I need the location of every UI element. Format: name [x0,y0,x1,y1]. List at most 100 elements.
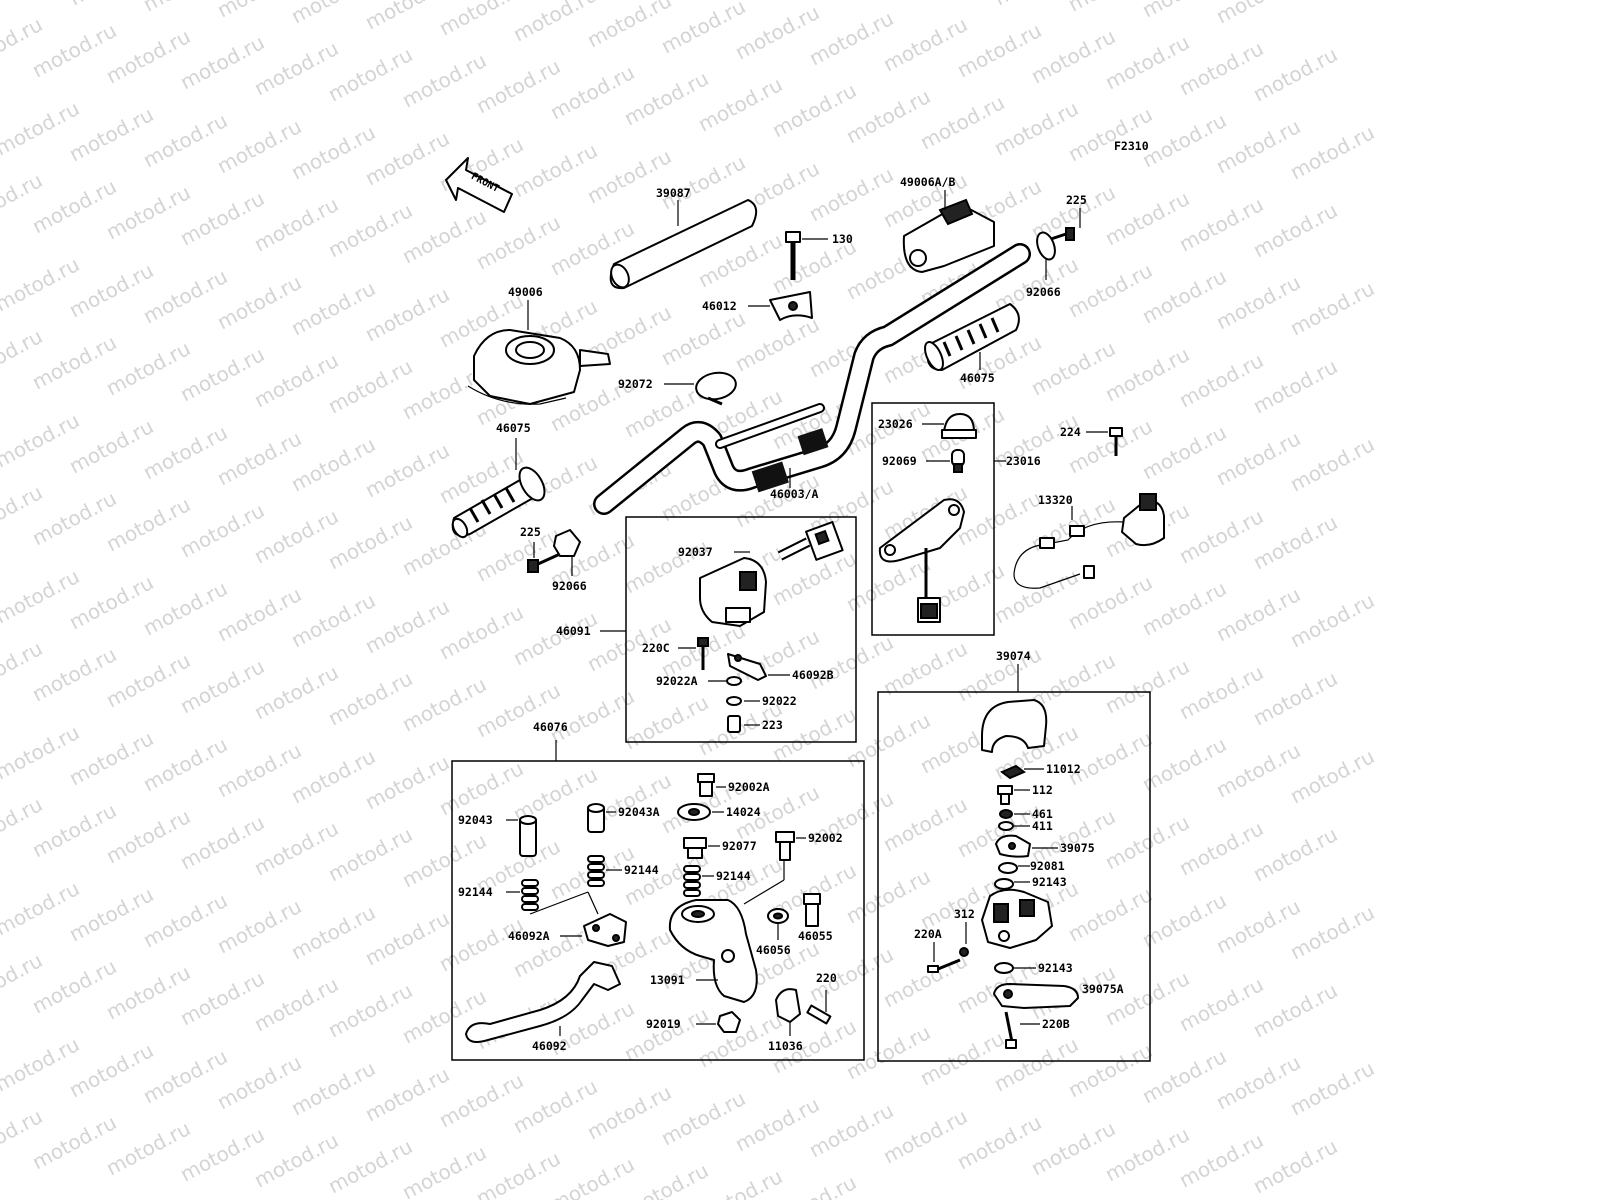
washer-92022a [726,676,742,686]
label-14024: 14024 [726,805,761,819]
label-92077: 92077 [722,839,757,853]
label-13320: 13320 [1038,493,1073,507]
watermark-layer: motod.rumotod.rumotod.rumotod.rumotod.ru… [0,0,1378,1200]
watermark-text: motod.ru [1212,0,1304,28]
label-92019: 92019 [646,1017,681,1031]
pin-92043a [587,803,605,833]
pin-92043 [519,815,537,857]
switch-46091 [699,521,844,627]
screw-225-left [527,552,561,573]
label-312: 312 [954,907,975,921]
label-49006ab: 49006A/B [900,175,955,189]
label-46056: 46056 [756,943,791,957]
washer-312 [959,947,969,957]
lever-46092b [727,653,767,681]
adjuster-46092a [583,913,627,947]
screw-220b [1004,1011,1017,1049]
label-46012: 46012 [702,299,737,313]
label-46075-right: 46075 [960,371,995,385]
label-224: 224 [1060,425,1081,439]
washer-92022 [726,696,742,706]
indicator-bracket-23016 [878,498,965,623]
bolt-112 [997,785,1013,805]
housing-39074 [981,888,1053,949]
bolt-130 [785,231,801,280]
screw-224 [1109,427,1123,456]
nut-92077 [683,837,707,859]
throttle-housing-49006ab [902,198,995,273]
label-92069: 92069 [882,454,917,468]
label-46076: 46076 [533,720,568,734]
label-46092b: 46092B [792,668,834,682]
label-23026: 23026 [878,417,913,431]
label-39075a: 39075A [1082,982,1124,996]
label-92002a: 92002A [728,780,770,794]
label-92022: 92022 [762,694,797,708]
watermark-text: motod.ru [620,1158,712,1200]
label-92081: 92081 [1030,859,1065,873]
label-92066-left: 92066 [552,579,587,593]
label-225-top: 225 [1066,193,1087,207]
label-13091: 13091 [650,973,685,987]
handlebar-pad-39087 [609,199,758,290]
washer-46056 [767,908,789,924]
switch-13320 [1013,493,1165,589]
bolt-46055 [803,893,821,927]
label-11036: 11036 [768,1039,803,1053]
label-92022a: 92022A [656,674,698,688]
label-92043a: 92043A [618,805,660,819]
ring-92143-a [994,878,1014,890]
label-220c: 220C [642,641,670,655]
handlebar-46003a [593,243,1031,515]
label-11012: 11012 [1046,762,1081,776]
bulb-92069 [951,449,965,473]
plate-14024 [677,803,711,821]
label-92043: 92043 [458,813,493,827]
spring-92144-c [521,879,539,911]
label-220a: 220A [914,927,942,941]
watermark-text: motod.ru [916,0,1008,4]
screw-220c [697,637,709,670]
label-23016: 23016 [1006,454,1041,468]
bar-end-92066-left [553,529,581,557]
figure-code: F2310 [1114,139,1149,153]
screw-92002a [697,773,715,797]
label-92144-b: 92144 [716,869,751,883]
grip-46075-right [924,303,1020,371]
label-39074: 39074 [996,649,1031,663]
bolt-220 [806,1004,832,1025]
clamp-92072 [695,371,737,406]
label-220b: 220B [1042,1017,1070,1031]
label-46091: 46091 [556,624,591,638]
washer-411 [998,821,1014,831]
screw-220a [927,958,961,973]
label-92072: 92072 [618,377,653,391]
cover-39074 [981,699,1048,753]
watermark-text: motod.ru [694,1164,786,1200]
nut-92019 [717,1011,741,1033]
label-461: 461 [1032,807,1053,821]
label-46092: 46092 [532,1039,567,1053]
box-23016 [871,402,995,636]
spring-92144-a [587,855,605,887]
clip-11012 [1000,764,1026,780]
washer-461 [999,809,1013,819]
grip-46075-left [451,466,546,539]
label-92143-b: 92143 [1038,961,1073,975]
label-411: 411 [1032,819,1053,833]
label-112: 112 [1032,783,1053,797]
lever-holder-13091 [668,899,758,1003]
spring-92144-b [683,865,701,897]
clamp-46012 [769,291,813,321]
label-92144-c: 92144 [458,885,493,899]
clutch-lever-46092 [465,961,621,1043]
label-130: 130 [832,232,853,246]
label-39075: 39075 [1060,841,1095,855]
label-46055: 46055 [798,929,833,943]
box-46076 [451,760,865,1061]
label-92037: 92037 [678,545,713,559]
label-92144-a: 92144 [624,863,659,877]
label-220: 220 [816,971,837,985]
ring-92143-b [994,962,1014,974]
cap-23026 [941,413,977,439]
